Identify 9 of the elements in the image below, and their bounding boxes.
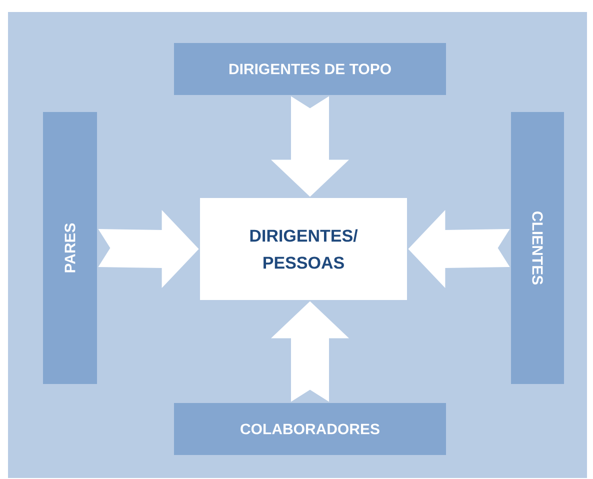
- block-arrow: [98, 210, 199, 288]
- block-arrow: [408, 210, 510, 288]
- label-box: DIRIGENTES DE TOPO: [174, 43, 446, 95]
- label-box: COLABORADORES: [174, 403, 446, 455]
- center-box: DIRIGENTES/ PESSOAS: [200, 198, 407, 300]
- block-arrow: [271, 301, 349, 402]
- label-box: CLIENTES: [511, 112, 564, 384]
- block-arrow: [271, 96, 349, 197]
- label-box: PARES: [43, 112, 97, 384]
